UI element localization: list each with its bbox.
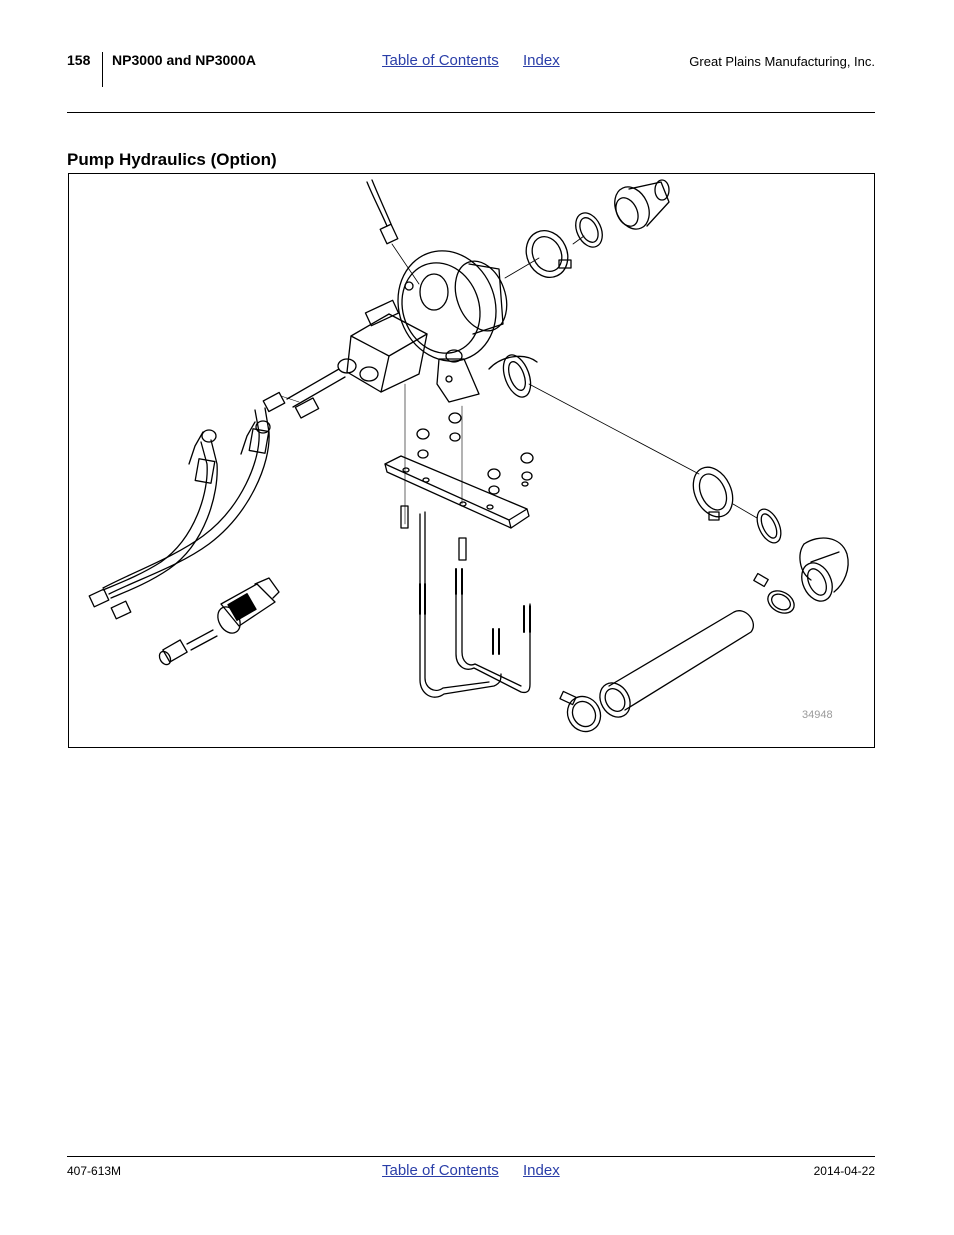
elbow-clamp-assembly [692, 466, 849, 602]
inlet-flange [488, 354, 700, 475]
parts-diagram: 34948 [68, 173, 875, 748]
footer-index-link[interactable]: Index [523, 1162, 560, 1179]
pump-housing [397, 250, 508, 403]
quick-coupler [158, 577, 280, 666]
section-title: Pump Hydraulics (Option) [67, 150, 277, 169]
hydraulic-hoses [88, 407, 271, 620]
header-table-of-contents-link[interactable]: Table of Contents [382, 52, 499, 69]
page-number: 158 [67, 52, 91, 68]
header-index-link[interactable]: Index [523, 52, 560, 69]
header-rule [67, 112, 875, 113]
figure-id: 34948 [802, 709, 833, 721]
mounting-plate [384, 455, 530, 529]
footer-table-of-contents-link[interactable]: Table of Contents [382, 1162, 499, 1179]
parts-diagram-illustration [88, 179, 849, 733]
publication-date: 2014-04-22 [813, 1164, 875, 1178]
document-number: 407-613M [67, 1164, 122, 1178]
suction-hose [559, 610, 754, 733]
mounting-hardware [400, 383, 534, 561]
header-divider [102, 52, 103, 87]
hydraulic-motor [286, 299, 428, 408]
company-name: Great Plains Manufacturing, Inc. [689, 54, 875, 69]
u-bolts [419, 511, 531, 698]
document-title: NP3000 and NP3000A [112, 52, 256, 68]
hose-clamp [753, 572, 795, 614]
pressure-hose-fitting [366, 179, 420, 285]
footer-rule [67, 1156, 875, 1157]
adapter-fittings [262, 391, 320, 419]
outlet-clamp-assembly [504, 179, 670, 279]
